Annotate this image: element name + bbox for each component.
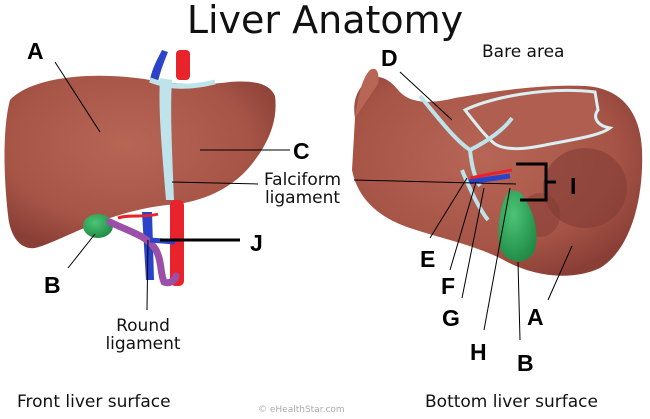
label-j: J (250, 230, 263, 256)
label-h: H (470, 339, 487, 365)
label-c: C (293, 138, 310, 164)
bottom-gallbladder (498, 190, 537, 262)
renal-impression (543, 148, 627, 228)
bottom-ligament-lines (418, 94, 514, 188)
bottom-portal-vein (467, 173, 511, 185)
note-falciform-ligament: Falciform ligament (255, 170, 350, 208)
label-b-front: B (44, 272, 61, 298)
label-e: E (420, 246, 436, 272)
front-artery-top (176, 50, 190, 80)
front-coronary-ligament (149, 77, 216, 89)
front-round-ligament (106, 218, 180, 287)
front-hepatic-artery (117, 212, 159, 220)
label-f: F (441, 273, 456, 299)
bottom-liver (352, 68, 643, 276)
label-b-bottom: B (517, 350, 534, 376)
bottom-caudate-lobe (355, 68, 379, 118)
label-a-bottom: A (527, 304, 544, 330)
front-gallbladder (83, 214, 113, 238)
bottom-ligament-venosum (460, 169, 490, 222)
bare-area-region (462, 88, 614, 151)
diagram-title: Liver Anatomy (186, 0, 464, 42)
leader-lines (54, 61, 573, 341)
front-liver-body (4, 75, 276, 249)
note-round-line2: ligament (105, 333, 181, 354)
note-falciform-line2: ligament (264, 187, 341, 208)
note-falciform-line1: Falciform (263, 170, 342, 190)
front-liver (4, 50, 276, 287)
note-round-ligament: Round ligament (93, 316, 193, 354)
caption-front: Front liver surface (17, 392, 171, 412)
front-falciform-ligament (159, 78, 174, 200)
label-a-front: A (27, 38, 44, 64)
label-g: G (442, 305, 460, 331)
caption-bottom: Bottom liver surface (425, 392, 598, 412)
note-round-line1: Round (116, 316, 170, 336)
bottom-hepatic-artery (469, 168, 513, 180)
credit-text: © eHealthStar.com (258, 405, 345, 415)
front-vein-top (150, 50, 168, 82)
front-artery-lower (170, 200, 184, 286)
label-d: D (381, 45, 398, 71)
porta-bracket (516, 162, 556, 202)
note-bare-area: Bare area (482, 42, 565, 62)
label-i: I (570, 173, 577, 199)
